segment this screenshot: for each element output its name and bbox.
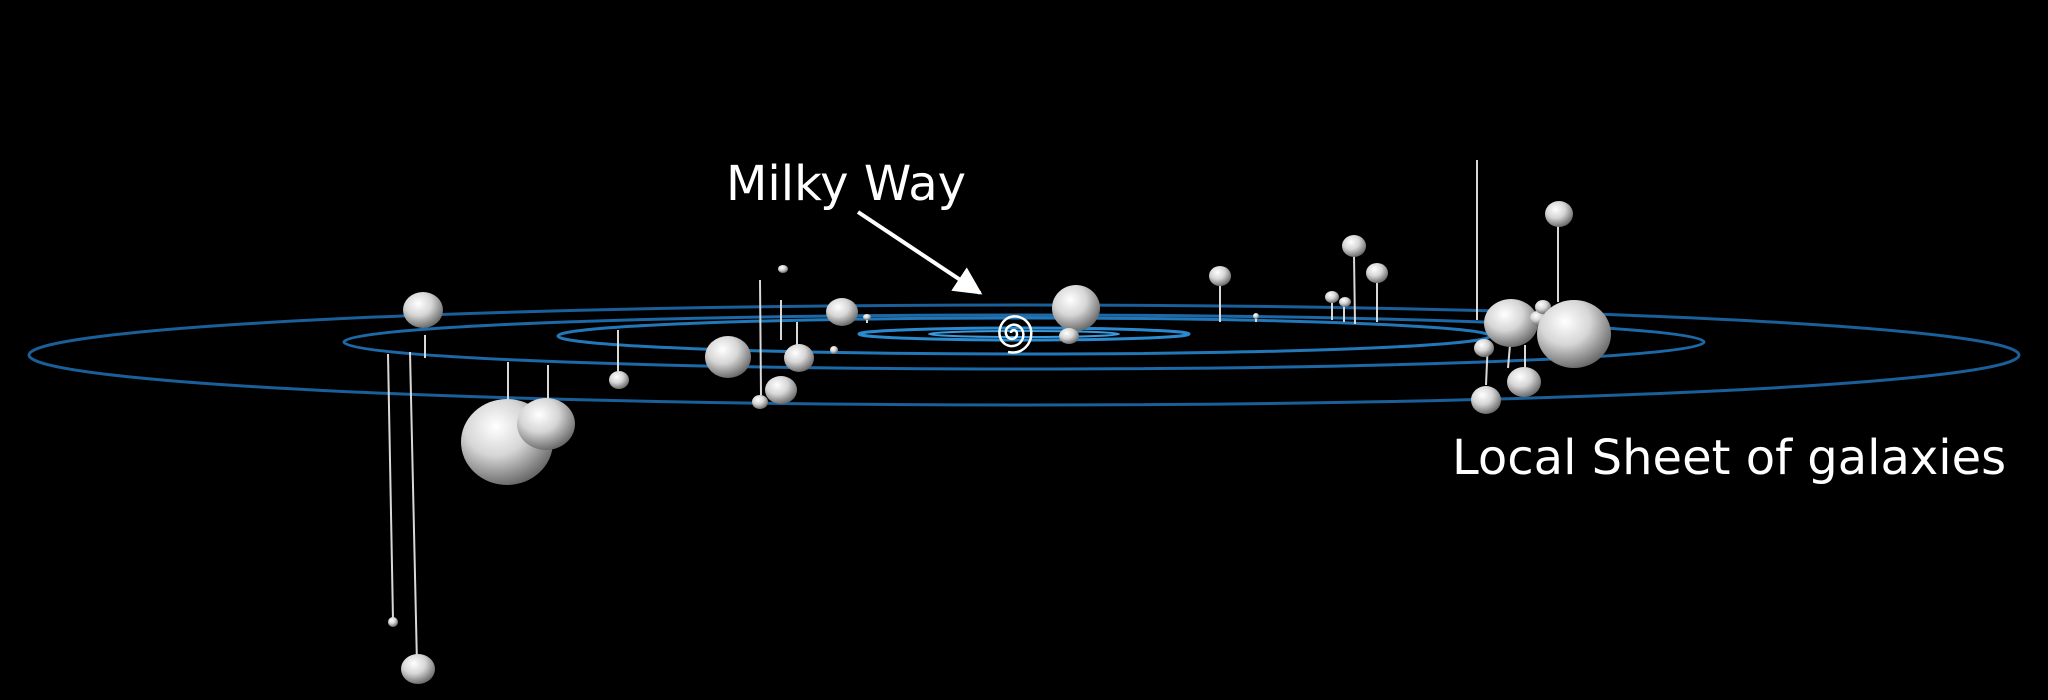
galaxy-sphere (609, 371, 629, 389)
galaxy-sphere (1052, 285, 1100, 331)
galaxy-sphere (784, 344, 814, 372)
local-sheet-label: Local Sheet of galaxies (1452, 430, 2007, 486)
galaxy-sphere (752, 395, 768, 409)
galaxy-sphere (1474, 339, 1494, 357)
ring-inner (857, 326, 1191, 342)
galaxy-sphere (863, 314, 871, 320)
galaxy-sphere (1253, 313, 1259, 319)
galaxy-sphere (517, 398, 575, 450)
galaxy-spheres (388, 201, 1611, 684)
galaxy-stalks (387, 160, 1559, 666)
galaxy-sphere (388, 617, 398, 627)
galaxy-sphere (1535, 300, 1551, 314)
milky-way-label: Milky Way (726, 156, 967, 212)
galaxy-sphere (1342, 235, 1366, 257)
galaxy-sphere (401, 654, 435, 684)
galaxy-sphere (1537, 300, 1611, 368)
ring-outer (27, 303, 2021, 407)
galaxy-sphere (1209, 266, 1231, 286)
galaxy-sphere (765, 376, 797, 404)
galaxy-sphere (1471, 386, 1501, 414)
galaxy-sphere (1484, 299, 1538, 347)
galaxy-sphere (1545, 201, 1573, 227)
galaxy-sphere (1059, 328, 1079, 344)
ring-third (342, 313, 1706, 371)
milky-way-arrow (856, 210, 983, 295)
galaxy-sphere (778, 265, 788, 273)
galaxy-sphere (826, 298, 858, 326)
milky-way-spiral-icon (998, 315, 1033, 354)
galaxy-sphere (705, 336, 751, 378)
galaxy-sphere (830, 346, 838, 354)
galaxy-sphere (1366, 263, 1388, 283)
galaxy-sphere (1339, 297, 1351, 307)
galaxy-sphere (403, 292, 443, 328)
galaxy-sphere (1507, 367, 1541, 397)
galaxy-sphere (1325, 291, 1339, 303)
